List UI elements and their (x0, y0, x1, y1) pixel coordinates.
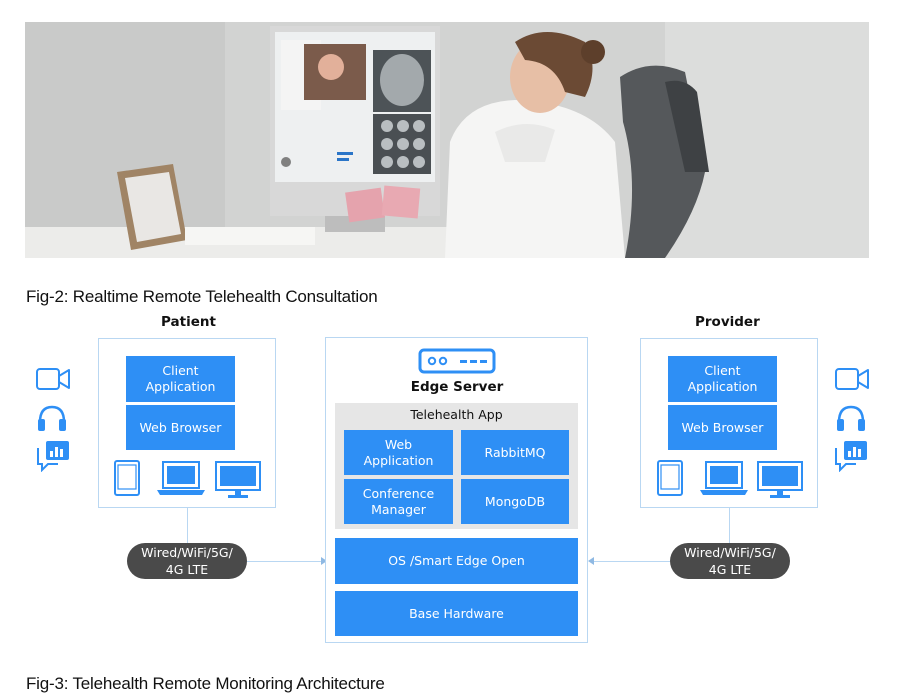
chat-analytics-icon (37, 441, 69, 472)
provider-network-pill: Wired/WiFi/5G/ 4G LTE (670, 543, 790, 579)
provider-to-edge-line (594, 561, 670, 562)
patient-to-edge-line (247, 561, 321, 562)
provider-title: Provider (695, 314, 760, 330)
laptop-icon (157, 461, 205, 495)
base-hardware-block: Base Hardware (335, 591, 578, 636)
headset-icon (38, 405, 66, 431)
video-camera-icon (36, 368, 70, 390)
web-application-block: Web Application (344, 430, 453, 475)
provider-web-browser: Web Browser (668, 405, 777, 450)
rabbitmq-block: RabbitMQ (461, 430, 569, 475)
monitor-icon (757, 461, 803, 498)
chat-analytics-icon (835, 441, 867, 472)
provider-to-edge-arrow (588, 557, 594, 565)
patient-client-application: Client Application (126, 356, 235, 402)
monitor-icon (215, 461, 261, 498)
server-icon (418, 348, 496, 374)
telehealth-app-title: Telehealth App (410, 407, 503, 422)
patient-connector-line (187, 508, 188, 545)
conference-manager-block: Conference Manager (344, 479, 453, 524)
laptop-icon (700, 461, 748, 495)
provider-client-application: Client Application (668, 356, 777, 402)
headset-icon (837, 405, 865, 431)
patient-network-pill: Wired/WiFi/5G/ 4G LTE (127, 543, 247, 579)
fig3-caption: Fig-3: Telehealth Remote Monitoring Arch… (26, 674, 385, 693)
telehealth-consultation-photo (25, 22, 869, 258)
photo-drawing (25, 22, 869, 258)
provider-connector-line (729, 508, 730, 545)
tablet-icon (114, 460, 140, 496)
patient-to-edge-arrow (321, 557, 327, 565)
patient-title: Patient (161, 314, 216, 330)
fig2-caption: Fig-2: Realtime Remote Telehealth Consul… (26, 287, 378, 306)
edge-server-title: Edge Server (410, 379, 504, 395)
mongodb-block: MongoDB (461, 479, 569, 524)
video-camera-icon (835, 368, 869, 390)
tablet-icon (657, 460, 683, 496)
os-smart-edge-open-block: OS /Smart Edge Open (335, 538, 578, 584)
patient-web-browser: Web Browser (126, 405, 235, 450)
